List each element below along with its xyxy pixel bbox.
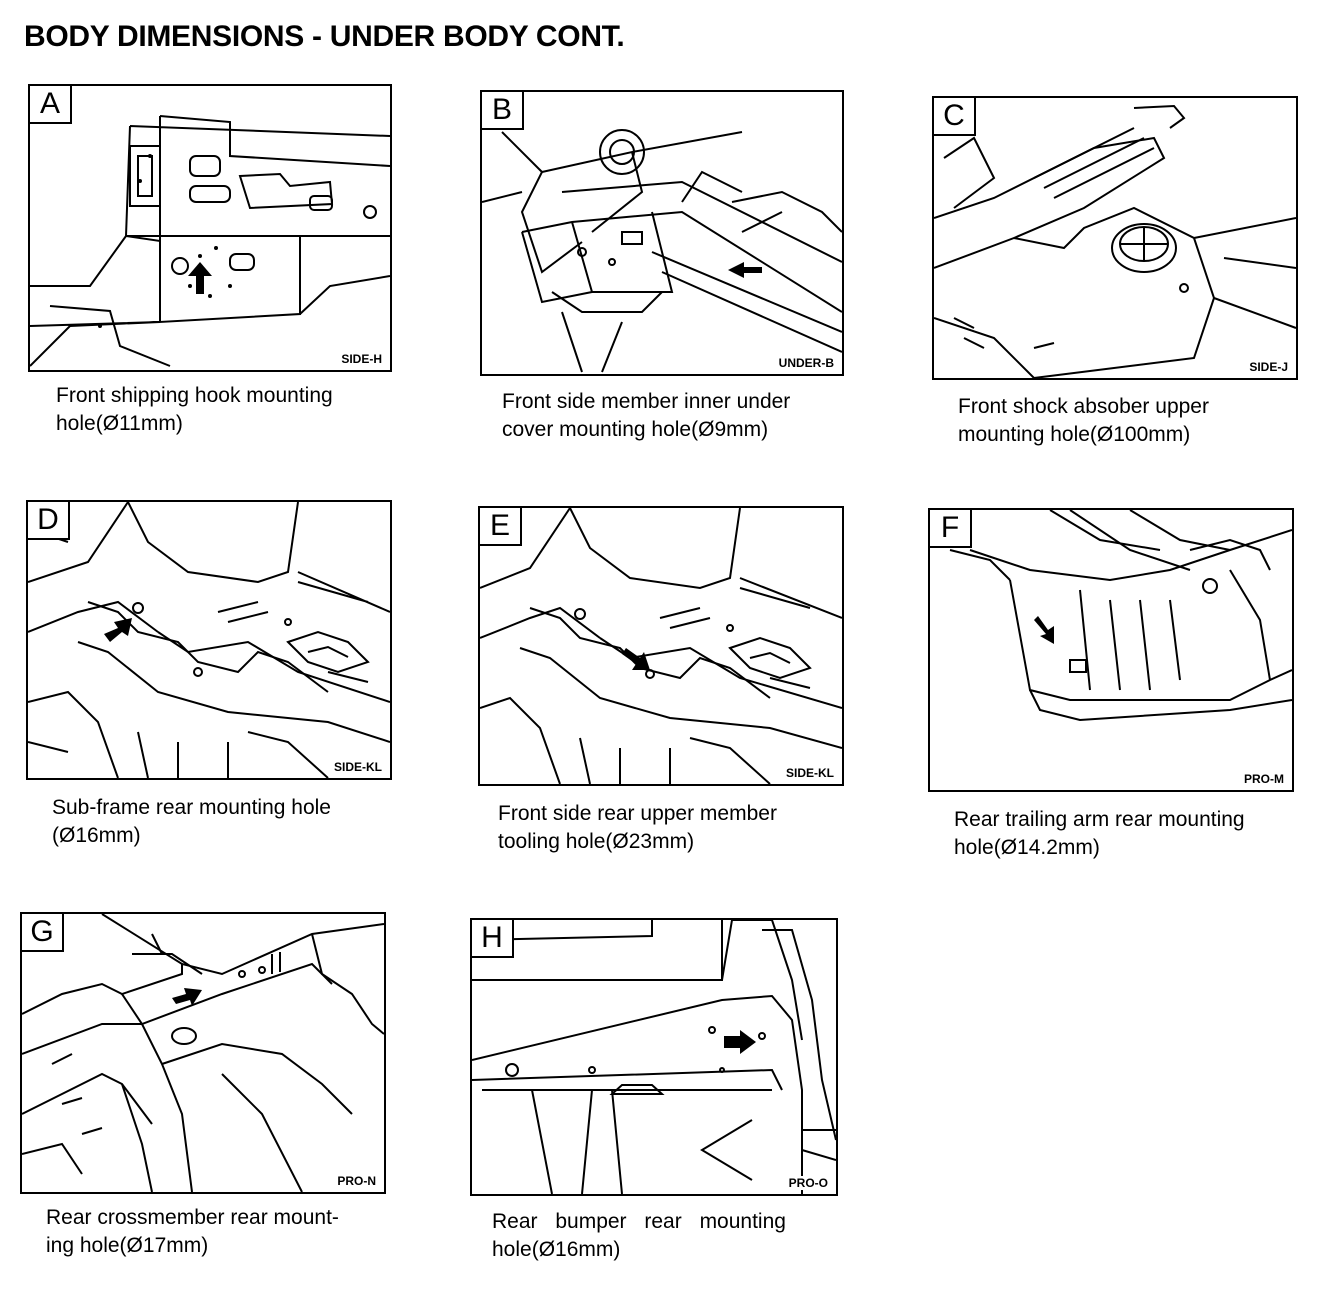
caption-b: Front side member inner under cover moun… [502, 388, 790, 444]
caption-line: hole(Ø14.2mm) [954, 836, 1100, 859]
panel-f: F PRO-M [928, 508, 1294, 792]
view-code: SIDE-J [1247, 360, 1290, 374]
view-code: SIDE-KL [332, 760, 384, 774]
caption-line: tooling hole(Ø23mm) [498, 830, 695, 853]
panel-letter: G [22, 914, 64, 952]
panel-letter: F [930, 510, 972, 548]
caption-line: hole(Ø11mm) [56, 412, 183, 435]
sub-frame-drawing [28, 502, 390, 778]
caption-line: Rear bumper rear mounting [492, 1210, 786, 1233]
caption-f: Rear trailing arm rear mounting hole(Ø14… [954, 806, 1245, 862]
view-code: SIDE-KL [784, 766, 836, 780]
panel-h: H PRO-O [470, 918, 838, 1196]
caption-line: Front side member inner under [502, 390, 791, 413]
caption-c: Front shock absober upper mounting hole(… [958, 393, 1209, 449]
caption-e: Front side rear upper member tooling hol… [498, 800, 777, 856]
caption-h: Rear bumper rear mounting hole(Ø16mm) [492, 1208, 786, 1264]
panel-b: B UNDER-B [480, 90, 844, 376]
caption-line: Rear trailing arm rear mounting [954, 808, 1245, 831]
page-title: BODY DIMENSIONS - UNDER BODY CONT. [24, 20, 625, 53]
view-code: UNDER-B [776, 356, 836, 370]
view-code: PRO-O [786, 1176, 830, 1190]
caption-line: Front shipping hook mounting [56, 384, 333, 407]
caption-line: cover mounting hole(Ø9mm) [502, 418, 769, 441]
panel-letter: D [28, 502, 70, 540]
caption-line: Front shock absober upper [958, 395, 1209, 418]
caption-d: Sub-frame rear mounting hole (Ø16mm) [52, 794, 331, 850]
caption-line: Front side rear upper member [498, 802, 777, 825]
front-shipping-hook-drawing [30, 86, 390, 370]
panel-g: G PRO-N [20, 912, 386, 1194]
panel-c: C SIDE-J [932, 96, 1298, 380]
caption-a: Front shipping hook mounting hole(Ø11mm) [56, 382, 333, 438]
view-code: PRO-M [1242, 772, 1286, 786]
caption-line: Sub-frame rear mounting hole [52, 796, 331, 819]
view-code: SIDE-H [339, 352, 384, 366]
panel-letter: C [934, 98, 976, 136]
caption-line: (Ø16mm) [52, 824, 141, 847]
front-side-member-drawing [482, 92, 842, 374]
view-code: PRO-N [335, 1174, 378, 1188]
panel-letter: E [480, 508, 522, 546]
front-shock-absorber-drawing [934, 98, 1296, 378]
panel-e: E SIDE-KL [478, 506, 844, 786]
rear-crossmember-drawing [22, 914, 384, 1192]
rear-bumper-drawing [472, 920, 836, 1194]
panel-letter: A [30, 86, 72, 124]
panel-a: A SIDE-H [28, 84, 392, 372]
caption-g: Rear crossmember rear mount- ing hole(Ø1… [46, 1204, 339, 1260]
panel-letter: B [482, 92, 524, 130]
caption-line: hole(Ø16mm) [492, 1238, 621, 1261]
caption-line: ing hole(Ø17mm) [46, 1234, 209, 1257]
rear-trailing-arm-drawing [930, 510, 1292, 790]
panel-d: D SIDE-KL [26, 500, 392, 780]
caption-line: Rear crossmember rear mount- [46, 1206, 339, 1229]
panel-letter: H [472, 920, 514, 958]
caption-line: mounting hole(Ø100mm) [958, 423, 1191, 446]
front-side-rear-member-drawing [480, 508, 842, 784]
